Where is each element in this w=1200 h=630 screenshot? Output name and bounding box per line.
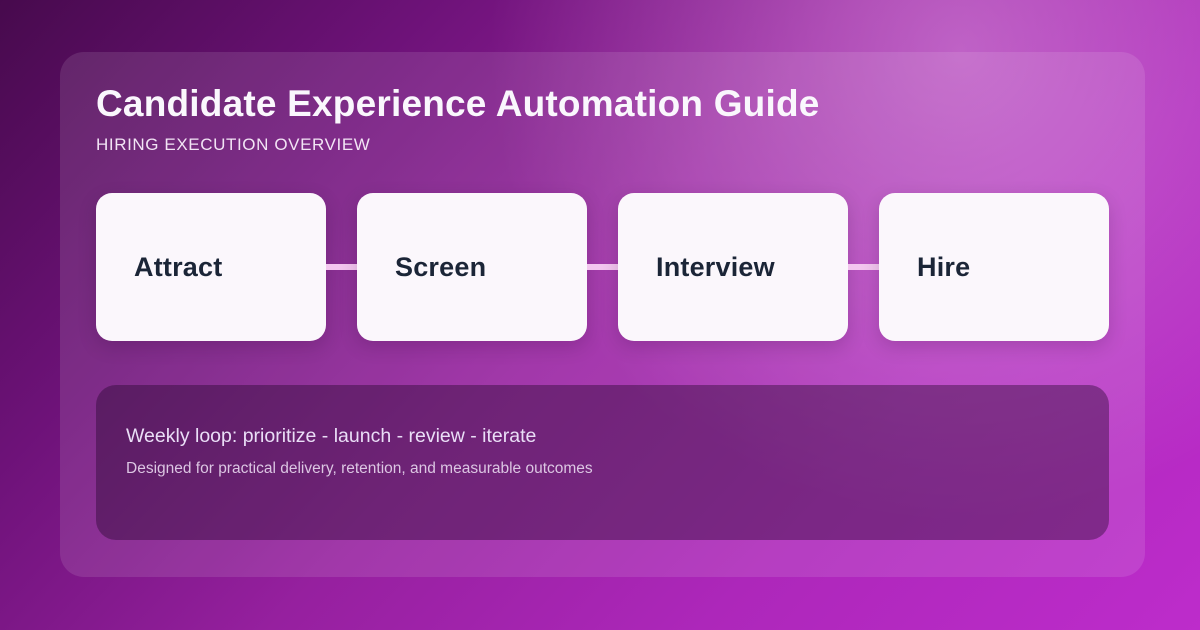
step-label-interview: Interview [656,251,775,282]
summary-description-text: Designed for practical delivery, retenti… [126,460,593,478]
step-box-screen: Screen [357,193,587,342]
step-connector-line [848,264,879,271]
step-label-hire: Hire [917,251,971,282]
step-box-interview: Interview [618,193,848,342]
step-label-screen: Screen [395,251,487,282]
summary-panel: Weekly loop: prioritize - launch - revie… [96,385,1109,541]
pipeline-steps-row: Attract Screen Interview Hire [96,193,1109,342]
step-connector-line [326,264,357,271]
page-subtitle: HIRING EXECUTION OVERVIEW [96,135,371,155]
step-label-attract: Attract [134,251,223,282]
step-box-attract: Attract [96,193,326,342]
content-card: Candidate Experience Automation Guide HI… [60,52,1145,577]
step-box-hire: Hire [879,193,1109,342]
summary-weekly-loop-text: Weekly loop: prioritize - launch - revie… [126,425,537,448]
page-title: Candidate Experience Automation Guide [96,83,820,124]
step-connector-line [587,264,618,271]
